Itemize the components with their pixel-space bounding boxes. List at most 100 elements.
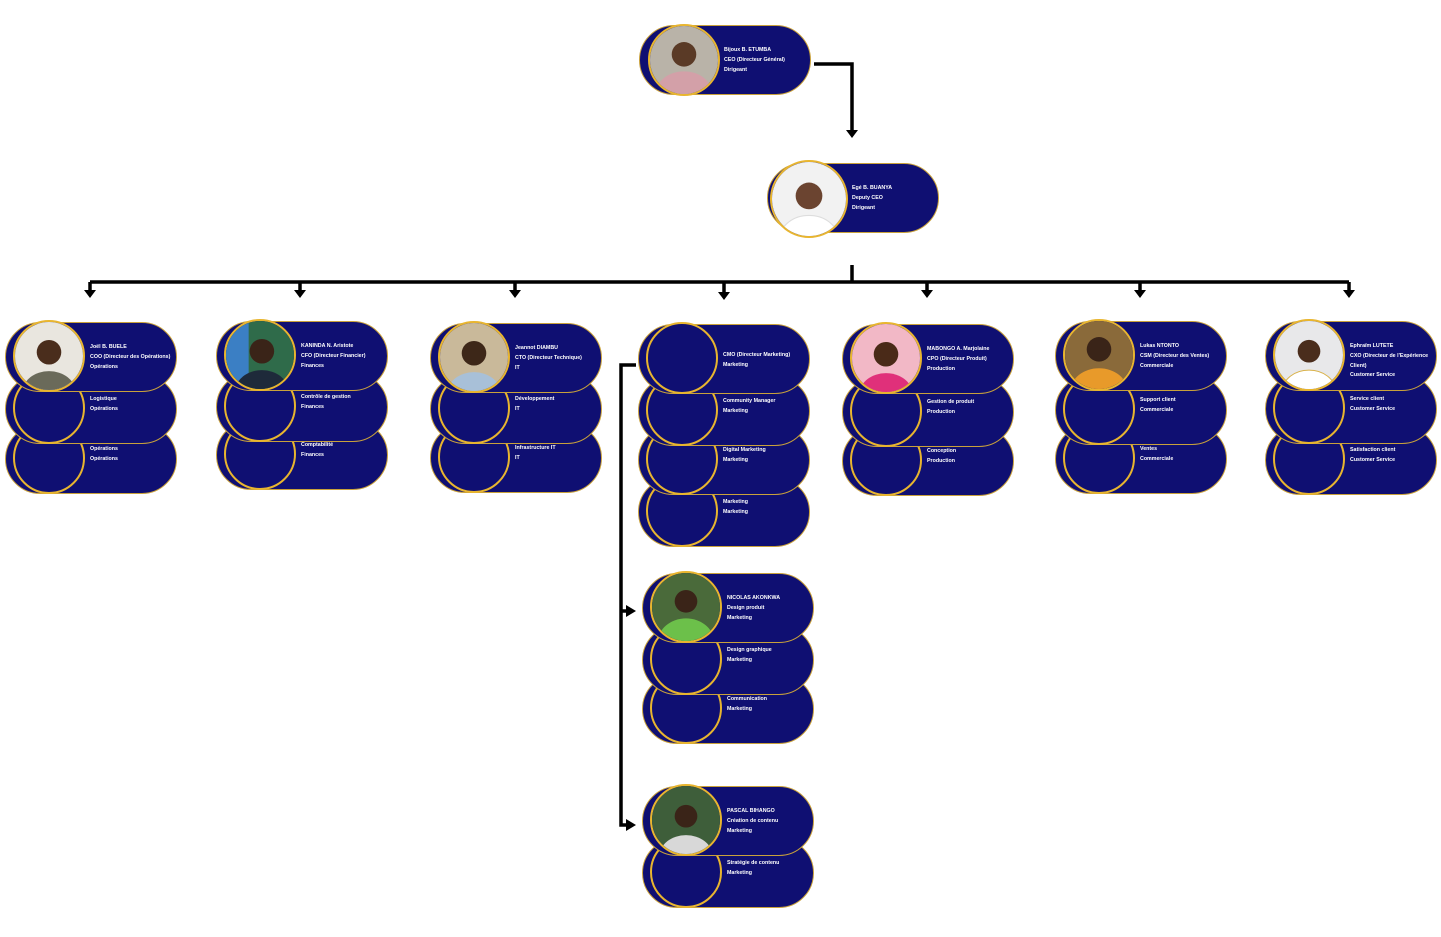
- cmo-role: CMO (Directeur Marketing): [723, 352, 791, 358]
- sub-dept: Marketing: [723, 508, 749, 515]
- sub-unit: Développement: [515, 396, 555, 402]
- avatar: [1273, 319, 1345, 391]
- sub-dept: Marketing: [723, 407, 749, 414]
- sub-dept: Opérations: [90, 405, 118, 412]
- avatar-empty: [646, 322, 718, 394]
- person-photo-icon: [652, 786, 720, 854]
- sub-unit: Satisfaction client: [1350, 447, 1396, 453]
- content-card: PASCAL BIHANGO Création de contenu Marke…: [642, 784, 814, 856]
- deputy-text: Egé B. BUANYA Deputy CEO Dirigeant: [852, 184, 938, 213]
- cto-dept: IT: [515, 364, 520, 371]
- connector-ceo-deputy: [814, 62, 854, 132]
- arrow-cto: [509, 290, 521, 298]
- person-photo-icon: [652, 573, 720, 641]
- ceo-name: Bijoux B. ETUMBA: [724, 47, 772, 53]
- deputy-role: Deputy CEO: [852, 194, 883, 201]
- person-photo-icon: [650, 26, 718, 94]
- coo-role: COO (Directeur des Opérations): [90, 353, 171, 360]
- design-dept: Marketing: [727, 614, 753, 621]
- cfo-dept: Finances: [301, 362, 324, 369]
- cpo-dept: Production: [927, 365, 955, 372]
- ceo-role: CEO (Directeur Général): [724, 56, 785, 63]
- person-photo-icon: [1275, 321, 1343, 389]
- arrow-design: [626, 605, 636, 617]
- content-role: Création de contenu: [727, 817, 779, 824]
- sub-dept: Commerciale: [1140, 406, 1174, 413]
- cfo-role: CFO (Directeur Financier): [301, 352, 366, 359]
- cto-role: CTO (Directeur Technique): [515, 354, 582, 361]
- sub-unit: Community Manager: [723, 398, 776, 404]
- arrow-csm: [1134, 290, 1146, 298]
- avatar: [438, 321, 510, 393]
- avatar: [650, 571, 722, 643]
- sub-dept: Production: [927, 408, 955, 415]
- cfo-name: KANINDA N. Aristote: [301, 343, 354, 349]
- deputy-dept: Dirigeant: [852, 204, 875, 211]
- sub-unit: Logistique: [90, 396, 117, 402]
- arrow-deputy: [846, 130, 858, 138]
- content-dept: Marketing: [727, 827, 753, 834]
- arrow-coo: [84, 290, 96, 298]
- cpo-role: CPO (Directeur Produit): [927, 355, 987, 362]
- person-photo-icon: [226, 321, 294, 389]
- sub-unit: Conception: [927, 448, 957, 454]
- sub-dept: Marketing: [727, 656, 753, 663]
- avatar: [648, 24, 720, 96]
- person-photo-icon: [15, 322, 83, 390]
- deputy-card: Egé B. BUANYA Deputy CEO Dirigeant: [767, 160, 939, 238]
- person-photo-icon: [772, 162, 846, 236]
- sub-unit: Design graphique: [727, 647, 772, 653]
- design-name: NICOLAS AKONKWA: [727, 595, 781, 601]
- sub-dept: Production: [927, 457, 955, 464]
- sub-dept: Opérations: [90, 455, 118, 462]
- person-photo-icon: [1065, 321, 1133, 389]
- person-photo-icon: [852, 324, 920, 392]
- cxo-role: CXO (Directeur de l'Expérience Client): [1350, 352, 1429, 369]
- sub-dept: Customer Service: [1350, 456, 1396, 463]
- coo-name: Joël B. BUELE: [90, 344, 127, 350]
- design-role: Design produit: [727, 604, 765, 611]
- cxo-card: Ephraïm LUTETE CXO (Directeur de l'Expér…: [1265, 319, 1437, 391]
- cto-card: Jeannot DIAMBU CTO (Directeur Technique)…: [430, 321, 602, 393]
- sub-unit: Service client: [1350, 396, 1385, 402]
- sub-unit: Gestion de produit: [927, 399, 975, 405]
- content-name: PASCAL BIHANGO: [727, 808, 775, 814]
- sub-dept: Finances: [301, 403, 324, 410]
- sub-unit: Contrôle de gestion: [301, 394, 351, 400]
- sub-dept: Customer Service: [1350, 405, 1396, 412]
- arrow-content: [626, 819, 636, 831]
- connector-cmo-branch: [619, 363, 636, 827]
- csm-dept: Commerciale: [1140, 362, 1174, 369]
- arrow-cxo: [1343, 290, 1355, 298]
- ceo-card: Bijoux B. ETUMBA CEO (Directeur Général)…: [639, 24, 811, 96]
- sub-dept: Marketing: [727, 869, 753, 876]
- avatar: [224, 319, 296, 391]
- cmo-card: CMO (Directeur Marketing) Marketing: [638, 322, 810, 394]
- avatar: [13, 320, 85, 392]
- cto-name: Jeannot DIAMBU: [515, 345, 558, 351]
- avatar: [770, 160, 848, 238]
- csm-card: Lukas NTONTO CSM (Directeur des Ventes) …: [1055, 319, 1227, 391]
- cfo-card: KANINDA N. Aristote CFO (Directeur Finan…: [216, 319, 388, 391]
- arrow-cmo: [718, 292, 730, 300]
- sub-dept: IT: [515, 454, 520, 461]
- sub-unit: Comptabilité: [301, 442, 334, 448]
- sub-dept: IT: [515, 405, 520, 412]
- cxo-name: Ephraïm LUTETE: [1350, 343, 1394, 349]
- cxo-dept: Customer Service: [1350, 372, 1396, 379]
- sub-unit: Stratégie de contenu: [727, 860, 780, 866]
- cpo-card: MABONGO A. Marjolaine CPO (Directeur Pro…: [842, 322, 1014, 394]
- arrow-cfo: [294, 290, 306, 298]
- avatar: [1063, 319, 1135, 391]
- csm-role: CSM (Directeur des Ventes): [1140, 352, 1210, 359]
- sub-unit: Ventes: [1140, 446, 1158, 452]
- avatar: [850, 322, 922, 394]
- coo-dept: Opérations: [90, 363, 118, 370]
- sub-unit: Opérations: [90, 446, 118, 452]
- sub-dept: Finances: [301, 451, 324, 458]
- csm-name: Lukas NTONTO: [1140, 343, 1179, 349]
- cmo-dept: Marketing: [723, 361, 749, 368]
- sub-unit: Digital Marketing: [723, 447, 766, 453]
- deputy-name: Egé B. BUANYA: [852, 185, 893, 191]
